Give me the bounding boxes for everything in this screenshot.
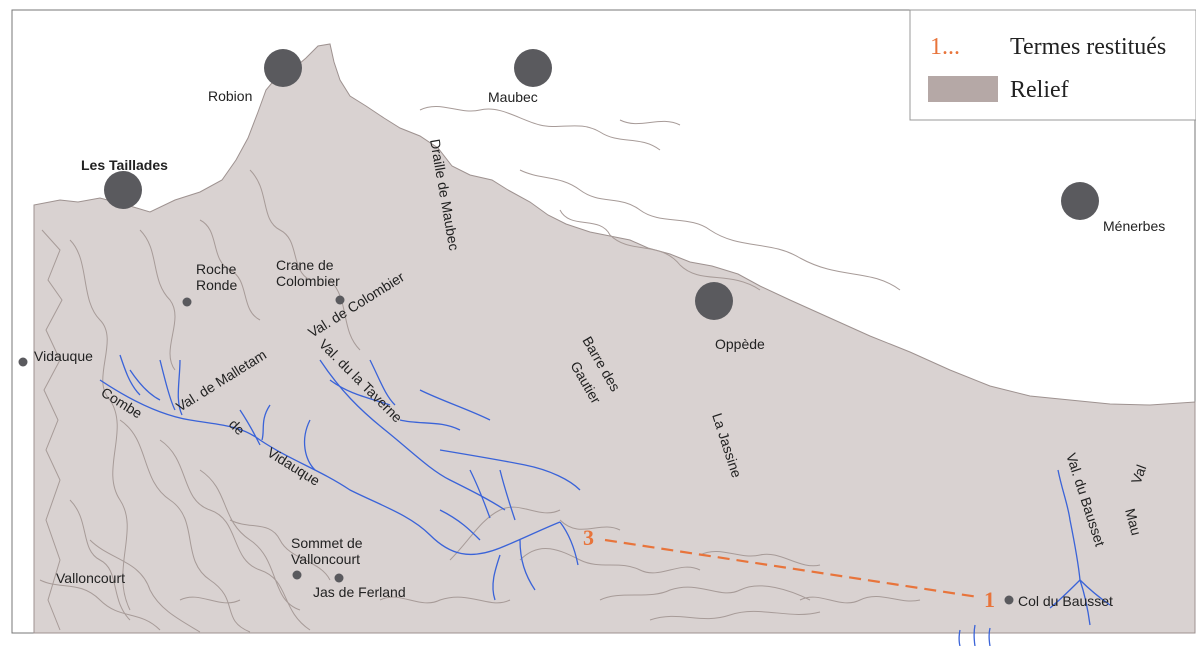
term-label-3: 3 <box>583 525 594 550</box>
place-marker-roche-ronde <box>182 297 192 307</box>
label-vidauque-place: Vidauque <box>34 348 93 364</box>
village-marker-robion <box>264 49 302 87</box>
village-marker-les-taillades <box>104 171 142 209</box>
label-oppede: Oppède <box>715 336 765 352</box>
plain-contours <box>419 106 901 291</box>
label-valloncourt-peak: Valloncourt <box>291 551 360 567</box>
place-marker-sommet-de-valloncourt <box>292 570 302 580</box>
label-val: Val <box>1128 463 1150 487</box>
label-robion: Robion <box>208 88 252 104</box>
village-marker-maubec <box>514 49 552 87</box>
village-marker-menerbes <box>1061 182 1099 220</box>
legend-terms-symbol: 1... <box>930 34 960 60</box>
label-jas-de-ferland: Jas de Ferland <box>313 584 406 600</box>
term-route-line <box>604 538 979 599</box>
legend-relief-label: Relief <box>1010 77 1069 103</box>
place-marker-col-du-bausset <box>1004 595 1014 605</box>
label-sommet-de: Sommet de <box>291 535 363 551</box>
place-marker-jas-de-ferland <box>334 573 344 583</box>
label-colombier: Colombier <box>276 273 340 289</box>
label-col-du-bausset: Col du Bausset <box>1018 593 1113 609</box>
contour-lines <box>39 169 921 633</box>
label-crane-de: Crane de <box>276 257 334 273</box>
legend: 1... Termes restitués Relief <box>909 9 1196 121</box>
relief-area <box>33 43 1196 634</box>
label-valloncourt: Valloncourt <box>56 570 125 586</box>
label-roche: Roche <box>196 261 237 277</box>
place-markers <box>18 295 1014 605</box>
label-mau: Mau <box>1122 507 1145 537</box>
label-menerbes: Ménerbes <box>1103 218 1165 234</box>
term-label-1: 1 <box>984 587 995 612</box>
village-marker-oppede <box>695 282 733 320</box>
legend-relief-swatch <box>928 76 998 102</box>
place-marker-crane-de-colombier <box>335 295 345 305</box>
label-maubec: Maubec <box>488 89 538 105</box>
label-les-taillades: Les Taillades <box>81 157 168 173</box>
place-marker-vidauque <box>18 357 28 367</box>
village-markers <box>104 49 1099 320</box>
legend-box <box>909 9 1196 121</box>
river-network <box>99 354 1111 646</box>
label-ronde: Ronde <box>196 277 237 293</box>
legend-terms-label: Termes restitués <box>1010 34 1166 60</box>
